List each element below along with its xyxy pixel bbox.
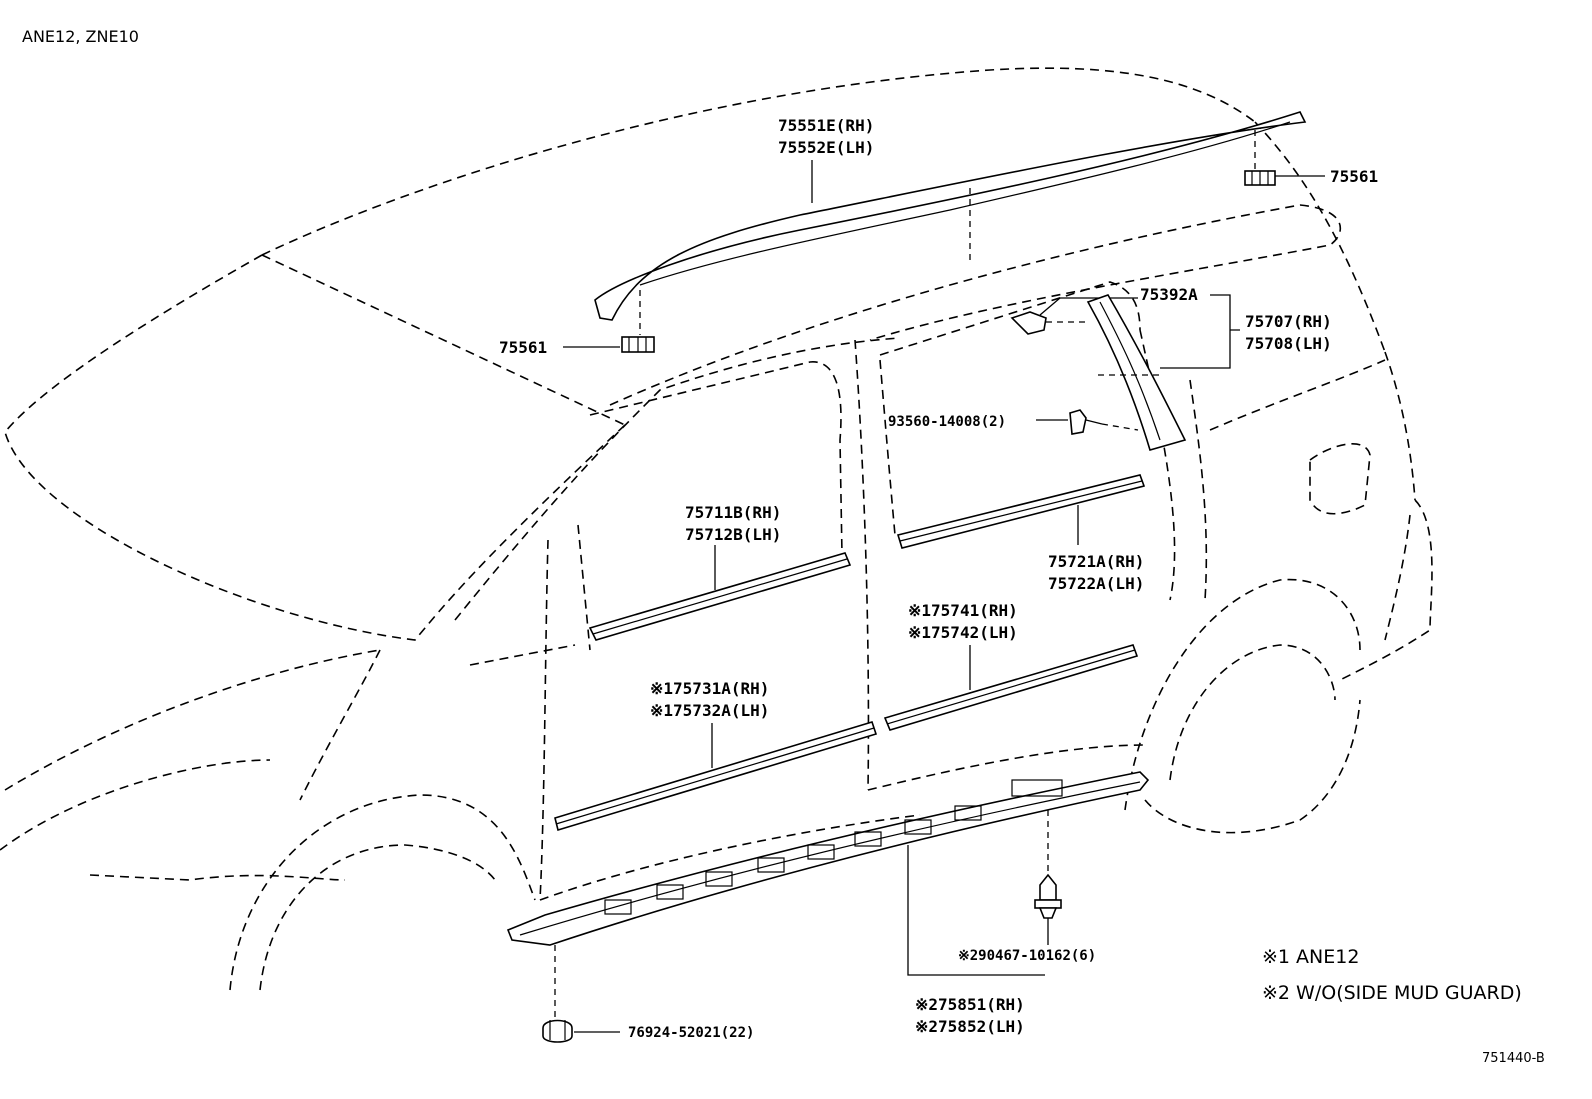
diagram-code: 751440-B	[1482, 1051, 1545, 1066]
clip-75392a-part	[1010, 297, 1138, 335]
label-clip-75392a: 75392A	[1140, 285, 1198, 304]
rocker-clip-part	[1034, 810, 1062, 945]
rear-belt-molding-part	[896, 474, 1146, 549]
label-front-belt-rh: 75711B(RH)	[685, 503, 781, 522]
label-front-belt-lh: 75712B(LH)	[685, 525, 781, 544]
rocker-panel-part	[506, 771, 1150, 976]
model-codes-header: ANE12, ZNE10	[22, 27, 139, 46]
label-clip-front: 75561	[499, 338, 547, 357]
label-rear-side-lh: ※175742(LH)	[908, 623, 1018, 642]
label-front-side-rh: ※175731A(RH)	[650, 679, 769, 698]
label-rocker-lh: ※275852(LH)	[915, 1017, 1025, 1036]
quarter-garnish-part	[1086, 294, 1240, 451]
clip-front-75561	[563, 290, 655, 353]
rear-side-molding-part	[883, 644, 1139, 731]
label-quarter-lh: 75708(LH)	[1245, 334, 1332, 353]
front-side-molding-part	[554, 721, 878, 832]
label-rear-belt-lh: 75722A(LH)	[1048, 574, 1144, 593]
label-front-side-lh: ※175732A(LH)	[650, 701, 769, 720]
label-rear-belt-rh: 75721A(RH)	[1048, 552, 1144, 571]
legend-notes: ※1 ANE12 ※2 W/O(SIDE MUD GUARD)	[1262, 946, 1522, 1004]
label-quarter-rh: 75707(RH)	[1245, 312, 1332, 331]
label-roof-rail-rh: 75551E(RH)	[778, 116, 874, 135]
label-roof-rail-lh: 75552E(LH)	[778, 138, 874, 157]
label-rocker-rh: ※275851(RH)	[915, 995, 1025, 1014]
vehicle-body-outline	[0, 67, 1433, 991]
label-clip-rear: 75561	[1330, 167, 1378, 186]
clip-rear-75561	[1244, 130, 1325, 186]
screw-part	[1036, 409, 1139, 435]
label-nut: 76924-52021(22)	[628, 1025, 754, 1041]
label-rocker-clip: ※290467-10162(6)	[958, 948, 1096, 964]
label-rear-side-rh: ※175741(RH)	[908, 601, 1018, 620]
callout-labels: 75551E(RH) 75552E(LH) 75561 75561 75392A…	[499, 116, 1378, 1041]
note-2: ※2 W/O(SIDE MUD GUARD)	[1262, 982, 1522, 1004]
roof-rail-part	[594, 111, 1307, 321]
nut-part	[542, 945, 620, 1043]
note-1: ※1 ANE12	[1262, 946, 1359, 968]
front-belt-molding-part	[588, 545, 852, 641]
label-screw: 93560-14008(2)	[888, 414, 1006, 430]
rocker-tabs	[604, 779, 1063, 915]
